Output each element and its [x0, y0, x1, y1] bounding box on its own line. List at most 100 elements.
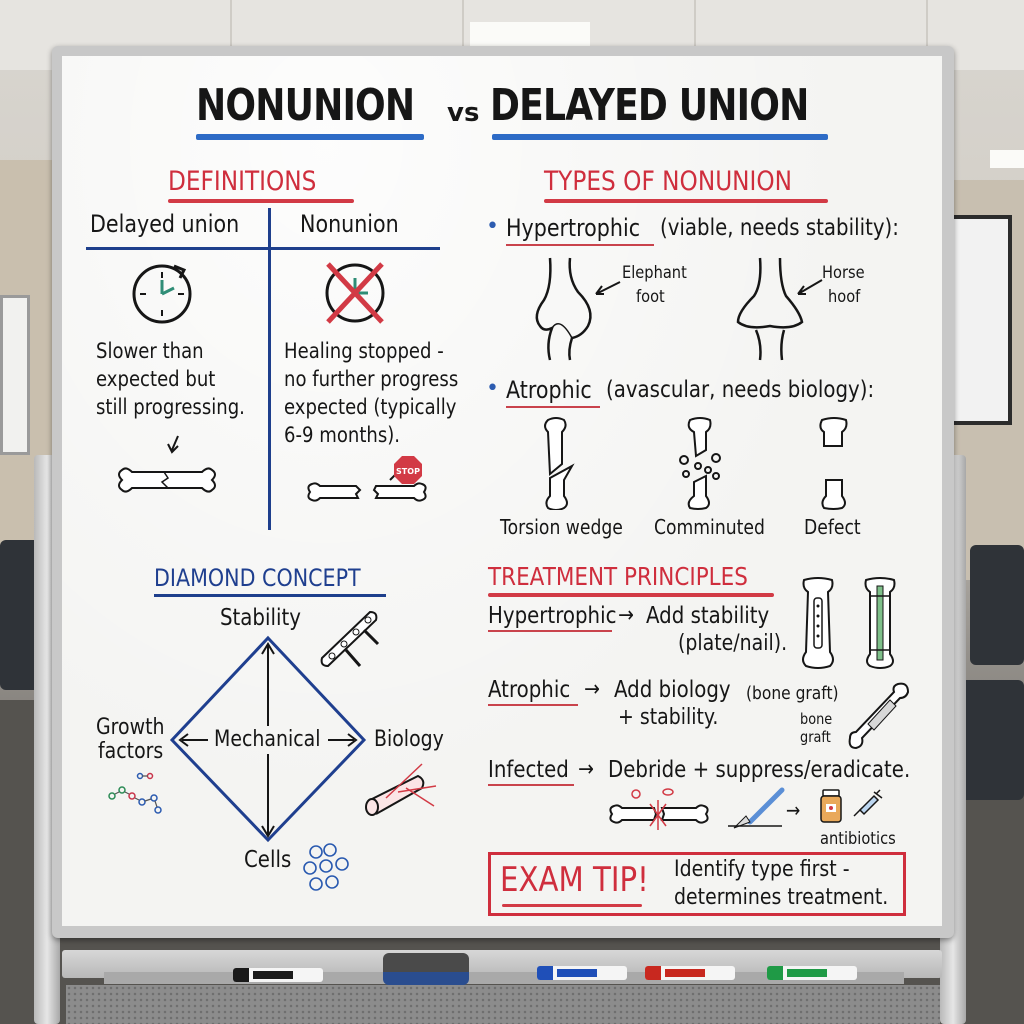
- nonunion-desc-3: expected (typically: [284, 395, 457, 419]
- delayed-union-desc-2: expected but: [96, 367, 216, 391]
- exam-tip-line-2: determines treatment.: [674, 885, 889, 910]
- marker-cap: [233, 968, 249, 982]
- horse-hoof-label-2: hoof: [828, 287, 861, 307]
- defect-label: Defect: [804, 515, 861, 539]
- exam-tip-label: EXAM TIP!: [500, 860, 649, 900]
- treatment-atrophic-action: Add biology: [614, 677, 731, 703]
- treatment-hypertrophic-type: Hypertrophic: [488, 603, 617, 629]
- elephant-foot-label-1: Elephant: [622, 263, 687, 283]
- treatment-arrow: →: [584, 677, 600, 702]
- diamond-diagram: [169, 635, 367, 843]
- arrow-icon: →: [786, 798, 801, 822]
- black-marker[interactable]: [233, 968, 323, 982]
- title-delayed-union: DELAYED UNION: [490, 80, 809, 131]
- label-underline: [488, 784, 574, 786]
- clock-crossed-icon: [325, 262, 385, 324]
- diamond-cells: Cells: [244, 847, 292, 873]
- horse-hoof-bone-icon: [736, 257, 804, 361]
- infected-bone-icon: [609, 788, 709, 830]
- treatment-atrophic-note: (bone graft): [746, 683, 839, 704]
- label-underline: [488, 704, 578, 706]
- treatment-infected-type: Infected: [488, 757, 569, 783]
- nonunion-desc-4: 6-9 months).: [284, 423, 401, 447]
- heading-underline: [168, 199, 354, 203]
- green-marker[interactable]: [767, 966, 857, 980]
- heading-underline: [154, 594, 386, 597]
- whiteboard: NONUNION vs DELAYED UNION DEFINITIONS De…: [62, 56, 942, 926]
- chair: [960, 680, 1024, 800]
- bone-graft-label-2: graft: [800, 728, 831, 746]
- diamond-biology: Biology: [374, 727, 444, 752]
- exam-tip-line-1: Identify type first -: [674, 857, 850, 882]
- whiteboard-eraser[interactable]: [383, 953, 469, 985]
- plate-screws-icon: [320, 610, 380, 668]
- atrophic-desc: (avascular, needs biology):: [606, 377, 875, 403]
- bone-nail-icon: [864, 577, 896, 669]
- treatment-arrow: →: [578, 757, 594, 782]
- chair: [0, 540, 40, 690]
- red-marker[interactable]: [645, 966, 735, 980]
- table-divider-vertical: [268, 208, 271, 530]
- clock-running-icon: [132, 264, 192, 324]
- arrow-icon: [797, 279, 823, 295]
- ceiling-light: [990, 150, 1024, 168]
- ceiling-light: [470, 22, 590, 50]
- label-underline: [506, 406, 600, 408]
- stand-grille: [66, 985, 940, 1024]
- title-underline: [196, 134, 424, 140]
- comminuted-label: Comminuted: [654, 515, 765, 539]
- defect-bone-icon: [819, 417, 848, 510]
- marker-label: [665, 969, 705, 977]
- background-whiteboard: [0, 295, 30, 455]
- arrow-icon: [595, 281, 621, 295]
- nonunion-label: Nonunion: [300, 210, 399, 238]
- diamond-growth-factors-2: factors: [98, 739, 164, 764]
- types-heading: TYPES OF NONUNION: [544, 166, 793, 197]
- title-vs: vs: [447, 98, 480, 128]
- svg-text:STOP: STOP: [396, 467, 420, 476]
- exam-tip-box: [488, 852, 906, 916]
- stop-sign-icon: STOP: [394, 456, 422, 484]
- table-divider-horizontal: [86, 247, 440, 250]
- syringe-icon: [853, 789, 883, 817]
- antibiotics-bottle-icon: [820, 789, 842, 823]
- heading-underline: [544, 199, 828, 203]
- marker-cap: [645, 966, 661, 980]
- marker-label: [253, 971, 293, 979]
- label-underline: [488, 630, 612, 632]
- bone-graft-icon: [848, 682, 910, 750]
- delayed-union-desc-1: Slower than: [96, 339, 204, 363]
- hypertrophic-desc: (viable, needs stability):: [660, 215, 899, 241]
- bullet-icon: •: [486, 214, 499, 239]
- delayed-union-label: Delayed union: [90, 210, 240, 238]
- delayed-union-desc-3: still progressing.: [96, 395, 245, 419]
- chair: [970, 545, 1024, 665]
- treatment-atrophic-type: Atrophic: [488, 677, 571, 703]
- comminuted-bone-icon: [679, 417, 721, 510]
- diamond-mechanical: Mechanical: [214, 727, 321, 752]
- diamond-stability: Stability: [220, 605, 301, 631]
- marker-label: [557, 969, 597, 977]
- treatment-atrophic-action-2: + stability.: [618, 705, 719, 730]
- torsion-wedge-label: Torsion wedge: [500, 515, 623, 539]
- elephant-foot-label-2: foot: [636, 287, 665, 307]
- marker-label: [787, 969, 827, 977]
- torsion-wedge-bone-icon: [544, 417, 575, 510]
- heading-underline: [488, 593, 774, 597]
- scalpel-icon: [728, 787, 785, 829]
- nonunion-desc-1: Healing stopped -: [284, 339, 444, 363]
- marker-cap: [537, 966, 553, 980]
- hypertrophic-type-label: Hypertrophic: [506, 214, 641, 242]
- horse-hoof-label-1: Horse: [822, 263, 865, 283]
- treatment-arrow: →: [618, 603, 634, 628]
- elephant-foot-bone-icon: [535, 257, 592, 361]
- marker-cap: [767, 966, 783, 980]
- definitions-heading: DEFINITIONS: [168, 166, 317, 197]
- treatment-infected-action: Debride + suppress/eradicate.: [608, 757, 911, 783]
- treatment-hypertrophic-action-2: (plate/nail).: [678, 631, 788, 656]
- antibiotics-label: antibiotics: [820, 829, 896, 849]
- blood-vessel-icon: [365, 763, 437, 816]
- blue-marker[interactable]: [537, 966, 627, 980]
- label-underline: [506, 244, 654, 246]
- diamond-growth-factors-1: Growth: [96, 715, 165, 740]
